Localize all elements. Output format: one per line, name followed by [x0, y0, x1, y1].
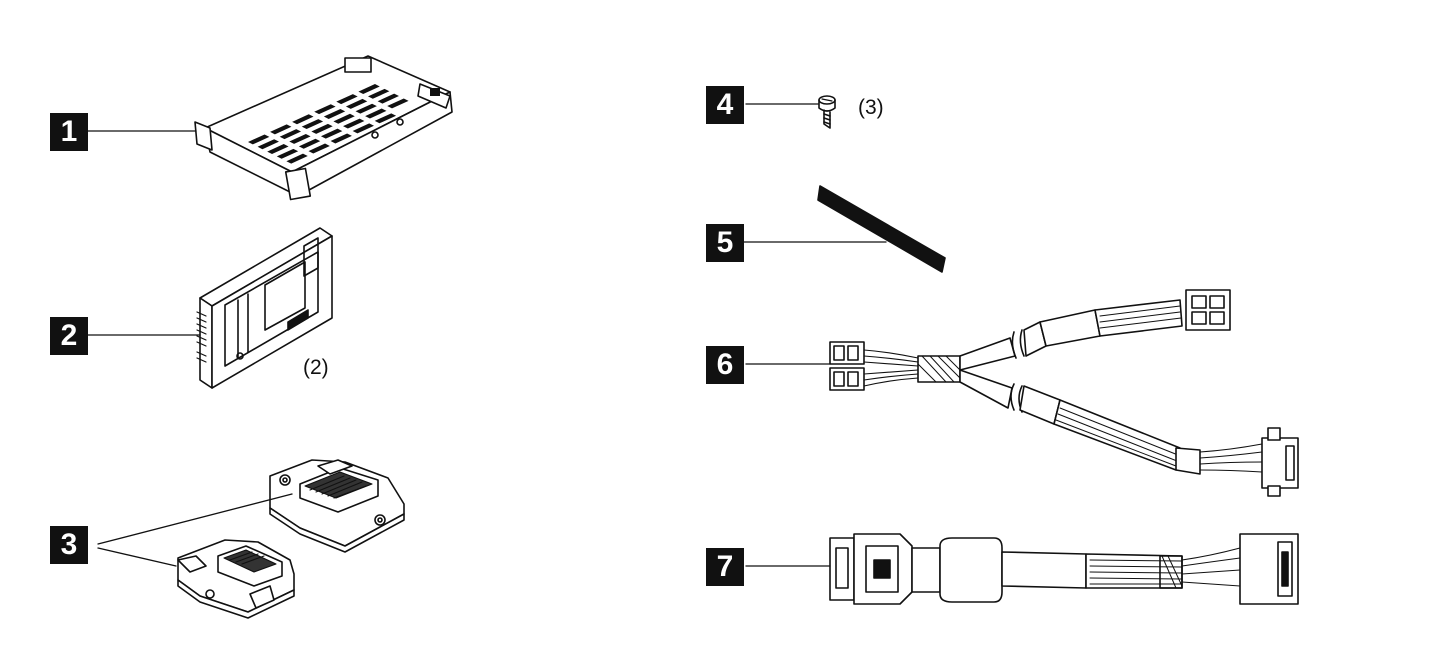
label-strip — [817, 185, 946, 273]
callout-badge-2: 2 — [50, 317, 88, 355]
quantity-label-4: (3) — [858, 96, 884, 119]
y-power-cable — [829, 289, 1299, 497]
callout-badge-4: 4 — [706, 86, 744, 124]
drive-tray — [196, 227, 333, 389]
callout-badge-7: 7 — [706, 548, 744, 586]
vent-slots — [248, 84, 409, 164]
callout-badge-6: 6 — [706, 346, 744, 384]
callout-badge-1: 1 — [50, 113, 88, 151]
callout-badge-3: 3 — [50, 526, 88, 564]
leader-lines — [87, 103, 887, 567]
callout-badge-5: 5 — [706, 224, 744, 262]
signal-cable — [829, 533, 1299, 605]
quantity-label-2: (2) — [303, 356, 329, 379]
screw — [818, 95, 836, 129]
drive-cage — [194, 55, 453, 201]
interposer-boards — [177, 459, 405, 619]
